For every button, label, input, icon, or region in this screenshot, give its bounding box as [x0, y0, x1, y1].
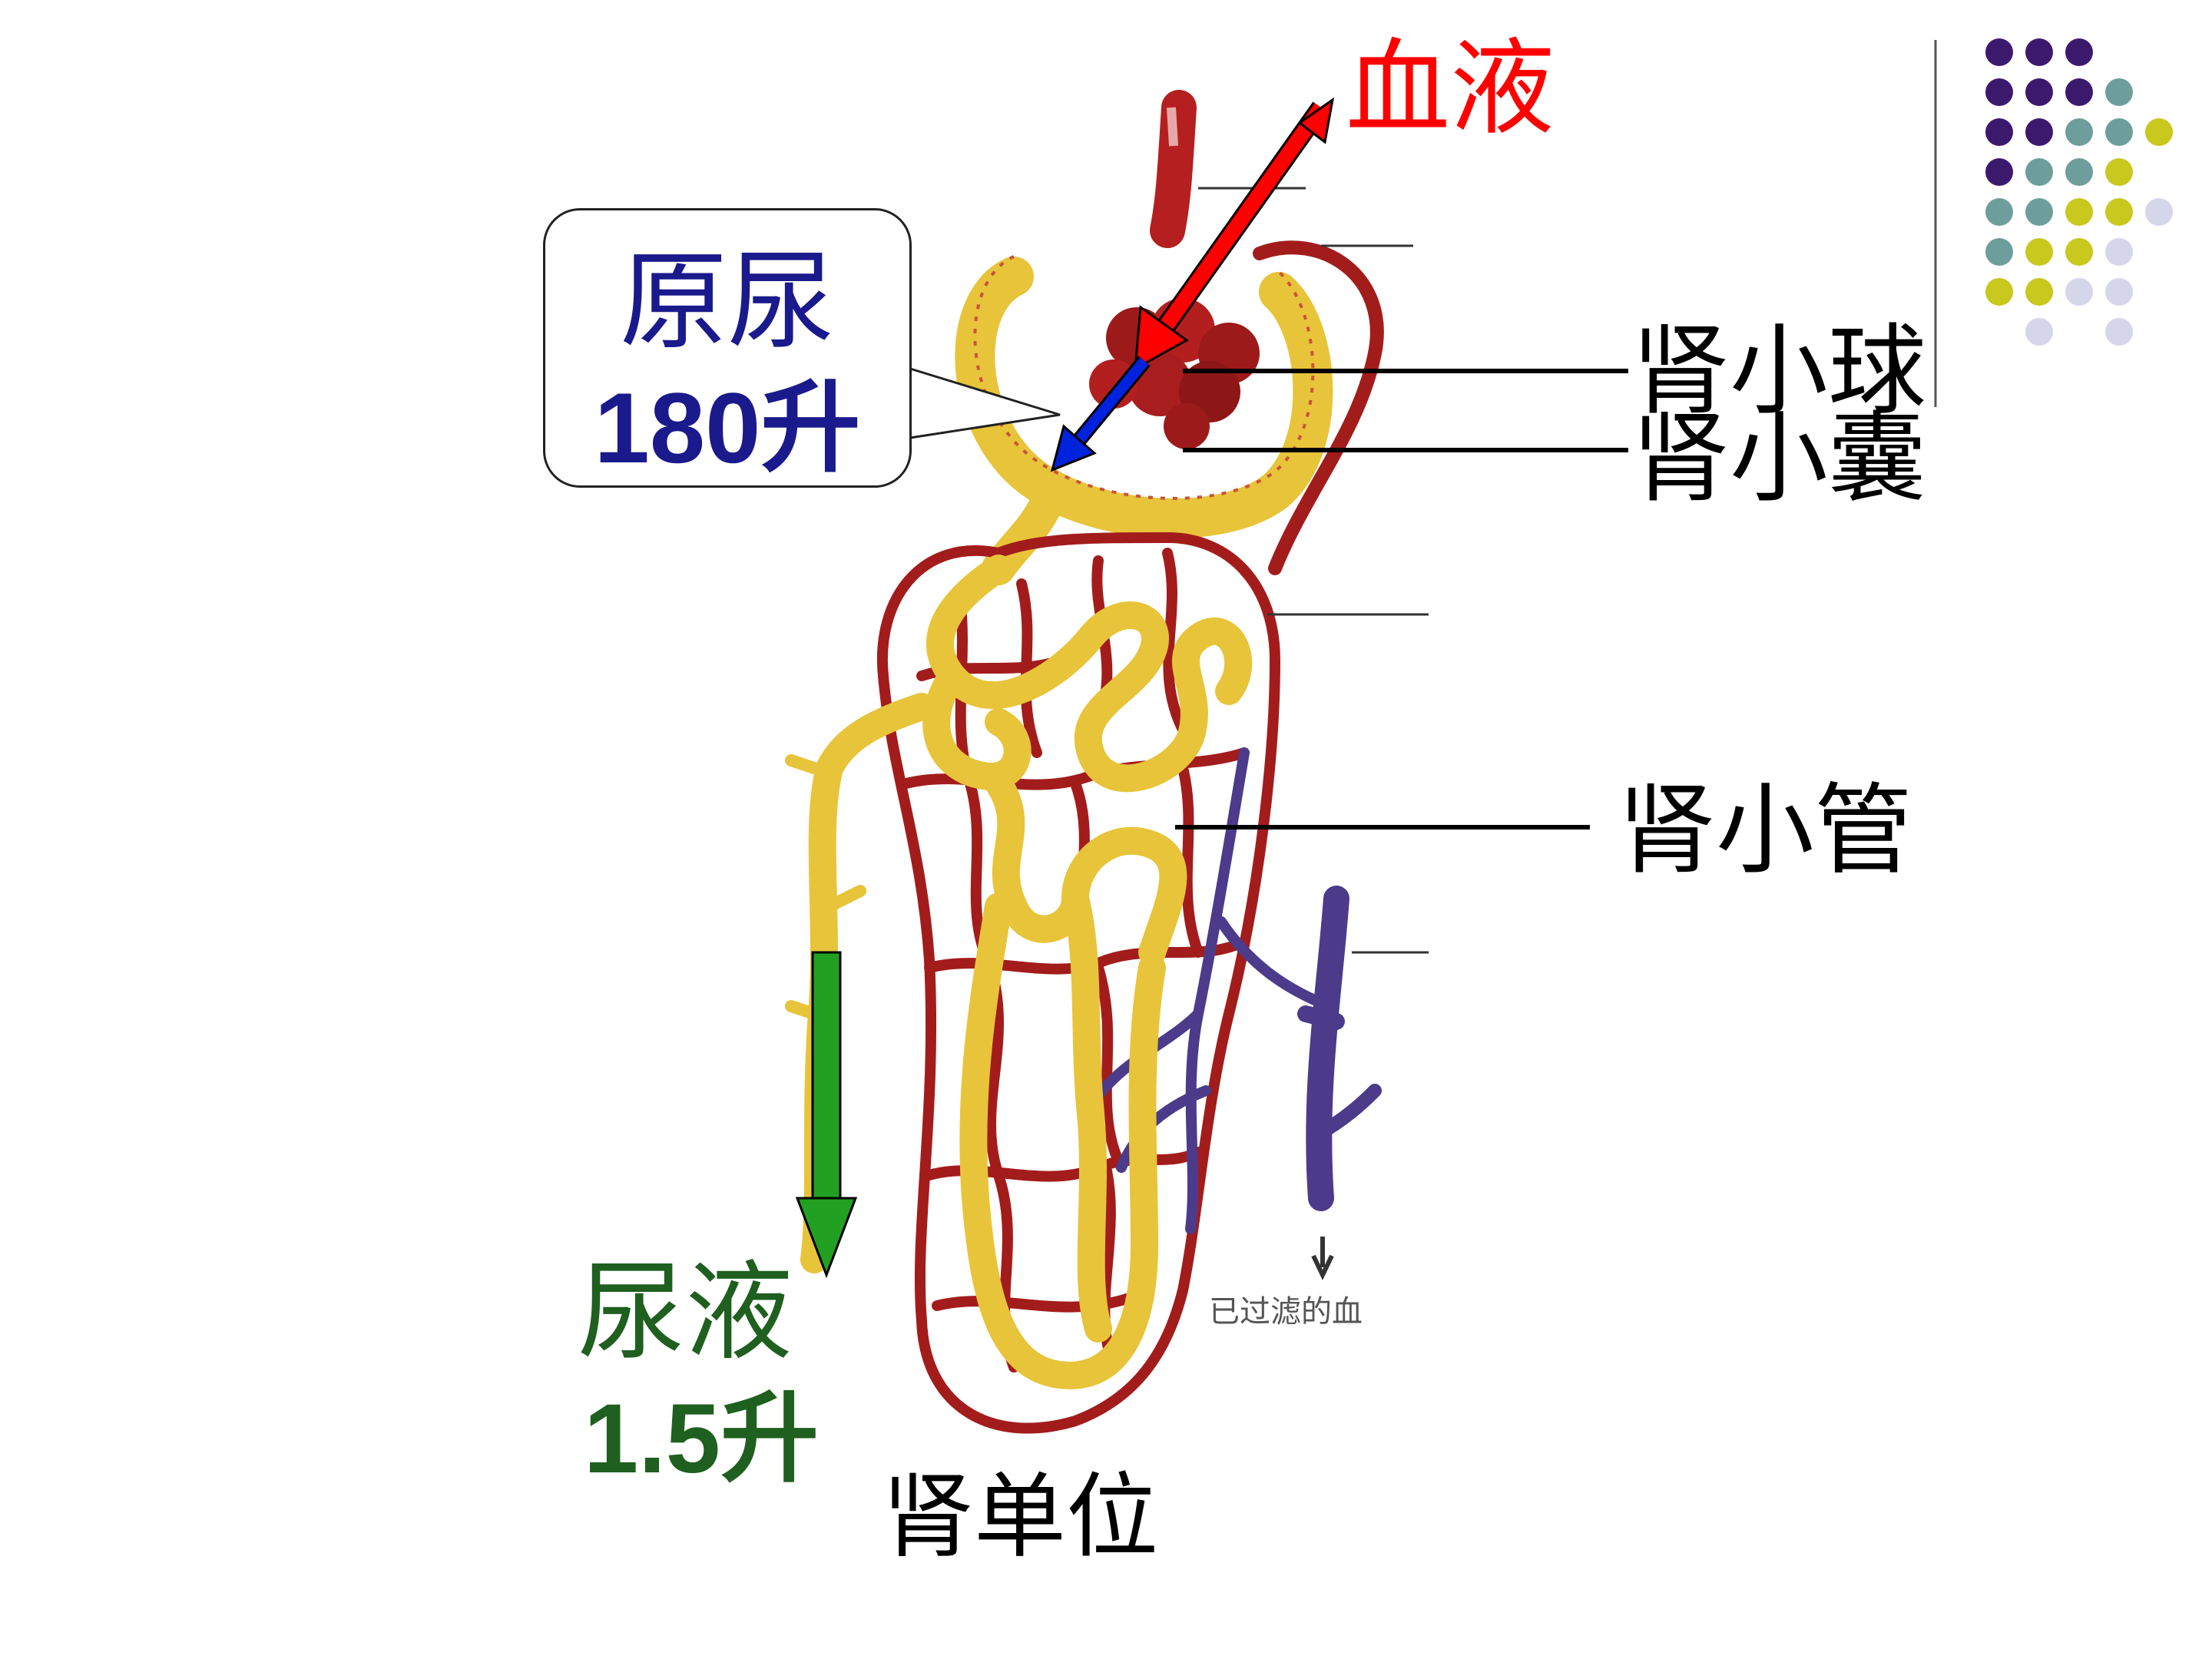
- decor-dot: [2065, 118, 2093, 146]
- decor-dot: [2105, 278, 2133, 306]
- decor-dot: [2105, 118, 2133, 146]
- glomerulus-label: 肾小球: [1631, 314, 1927, 429]
- decor-dot: [1985, 78, 2013, 106]
- decor-dot: [2105, 198, 2133, 226]
- primary-urine-volume: 180升: [594, 372, 861, 484]
- decor-dot: [2025, 118, 2053, 146]
- nephron-label: 肾单位: [882, 1464, 1158, 1571]
- bowman-capsule: [955, 257, 1333, 538]
- decor-dot: [2065, 158, 2093, 186]
- decor-dot: [2105, 158, 2133, 186]
- decor-dot: [2065, 278, 2093, 306]
- decor-dot: [2025, 158, 2053, 186]
- decor-dot: [2105, 238, 2133, 266]
- callout-pointer: [909, 367, 1061, 439]
- decor-dot: [2065, 198, 2093, 226]
- decor-dot: [2025, 278, 2053, 306]
- renal-tubule-label: 肾小管: [1618, 773, 1913, 888]
- urine-arrow-icon: [795, 951, 858, 1279]
- efferent-vessel: [1253, 240, 1384, 575]
- decor-dot: [2065, 78, 2093, 106]
- decor-dot: [2025, 38, 2053, 66]
- decor-dot: [1985, 38, 2013, 66]
- decor-dot: [2145, 118, 2173, 146]
- decor-dot: [2025, 198, 2053, 226]
- decor-dot: [1985, 118, 2013, 146]
- decor-dot: [1985, 238, 2013, 266]
- blood-arrow-icon: [1134, 97, 1335, 371]
- decor-dot: [2025, 78, 2053, 106]
- urine-label: 尿液: [578, 1250, 793, 1376]
- decor-dot: [2025, 318, 2053, 346]
- decor-dot: [1985, 158, 2013, 186]
- decor-dot: [1985, 198, 2013, 226]
- renal-capsule-label: 肾小囊: [1631, 402, 1927, 516]
- blood-label: 血液: [1346, 28, 1555, 150]
- afferent-arteriole: [1150, 90, 1197, 248]
- renal-vein: [1306, 886, 1349, 1211]
- primary-urine-label: 原尿: [619, 240, 835, 365]
- decor-dot: [2065, 38, 2093, 66]
- decor-dot: [2065, 238, 2093, 266]
- urine-volume: 1.5升: [584, 1384, 819, 1494]
- decor-dot: [2145, 198, 2173, 226]
- venous-capillaries: [1085, 747, 1334, 1234]
- decor-dot: [1985, 278, 2013, 306]
- filtered-blood-label: 已过滤的血: [1209, 1294, 1363, 1330]
- decor-dot: [2105, 78, 2133, 106]
- decor-dot: [2025, 238, 2053, 266]
- primary-urine-callout: 原尿 180升: [543, 208, 912, 488]
- decor-dot: [2105, 318, 2133, 346]
- filtrate-arrow-icon: [1050, 356, 1151, 472]
